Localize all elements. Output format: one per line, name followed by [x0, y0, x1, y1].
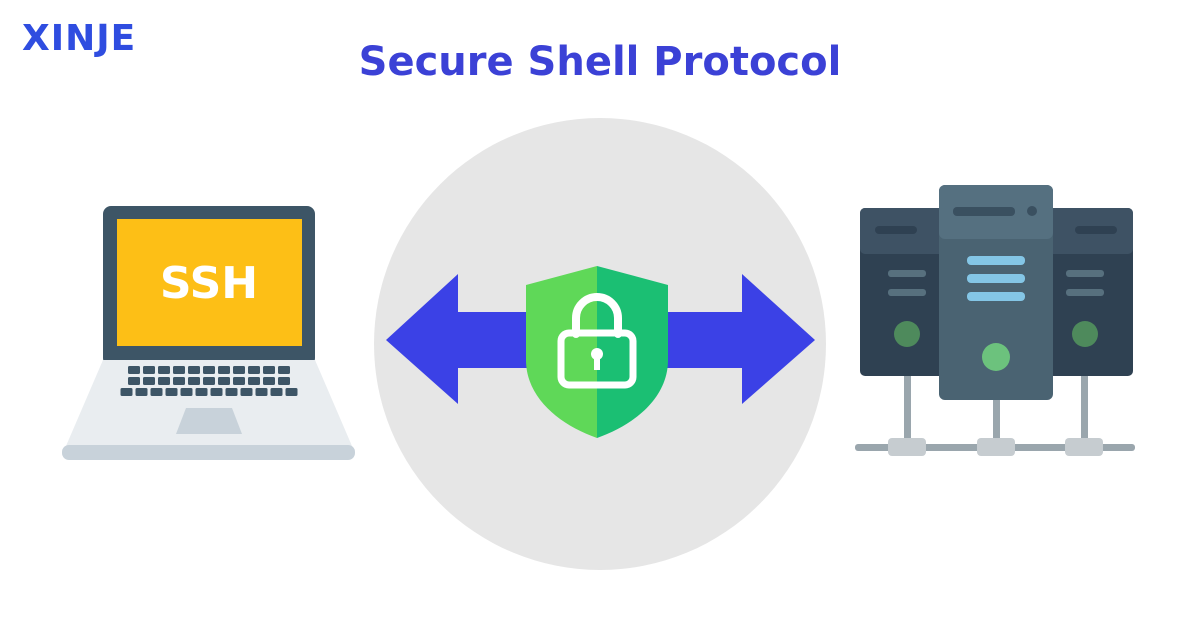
- laptop-screen-label: SSH: [160, 258, 258, 309]
- keyboard-key: [248, 377, 260, 385]
- keyboard-key: [240, 388, 253, 396]
- keyboard-key: [203, 377, 215, 385]
- laptop-icon: SSH: [62, 206, 355, 460]
- keyboard-key: [218, 366, 230, 374]
- padlock-icon: [557, 293, 637, 389]
- keyboard-key: [180, 388, 193, 396]
- keyboard-key: [270, 388, 283, 396]
- keyboard-key: [158, 377, 170, 385]
- keyboard-key: [158, 366, 170, 374]
- keyboard-key: [188, 366, 200, 374]
- keyboard-key: [210, 388, 223, 396]
- keyboard-key: [195, 388, 208, 396]
- server-left: [860, 208, 958, 376]
- keyboard-key: [165, 388, 178, 396]
- keyboard-key: [143, 366, 155, 374]
- page-title: Secure Shell Protocol: [358, 39, 842, 85]
- keyboard-key: [120, 388, 133, 396]
- keyboard-key: [218, 377, 230, 385]
- keyboard-key: [128, 377, 140, 385]
- keyboard-key: [233, 366, 245, 374]
- keyboard-key: [203, 366, 215, 374]
- keyboard-key: [135, 388, 148, 396]
- keyboard-key: [285, 388, 298, 396]
- keyboard-key: [248, 366, 260, 374]
- keyboard-key: [173, 366, 185, 374]
- keyboard-key: [128, 366, 140, 374]
- keyboard-key: [278, 366, 290, 374]
- keyboard-key: [263, 366, 275, 374]
- keyboard-key: [150, 388, 163, 396]
- keyboard-key: [278, 377, 290, 385]
- keyboard-key: [173, 377, 185, 385]
- keyboard-key: [263, 377, 275, 385]
- keyboard-key: [255, 388, 268, 396]
- shield-lock-icon: [526, 266, 668, 438]
- keyboard-key: [143, 377, 155, 385]
- keyboard-key: [225, 388, 238, 396]
- server-rack-icon: [855, 185, 1135, 456]
- keyboard-key: [233, 377, 245, 385]
- laptop-keyboard: [120, 366, 298, 396]
- server-center: [939, 185, 1053, 400]
- keyboard-key: [188, 377, 200, 385]
- brand-logo: XINJE: [22, 18, 137, 59]
- server-right: [1035, 208, 1133, 376]
